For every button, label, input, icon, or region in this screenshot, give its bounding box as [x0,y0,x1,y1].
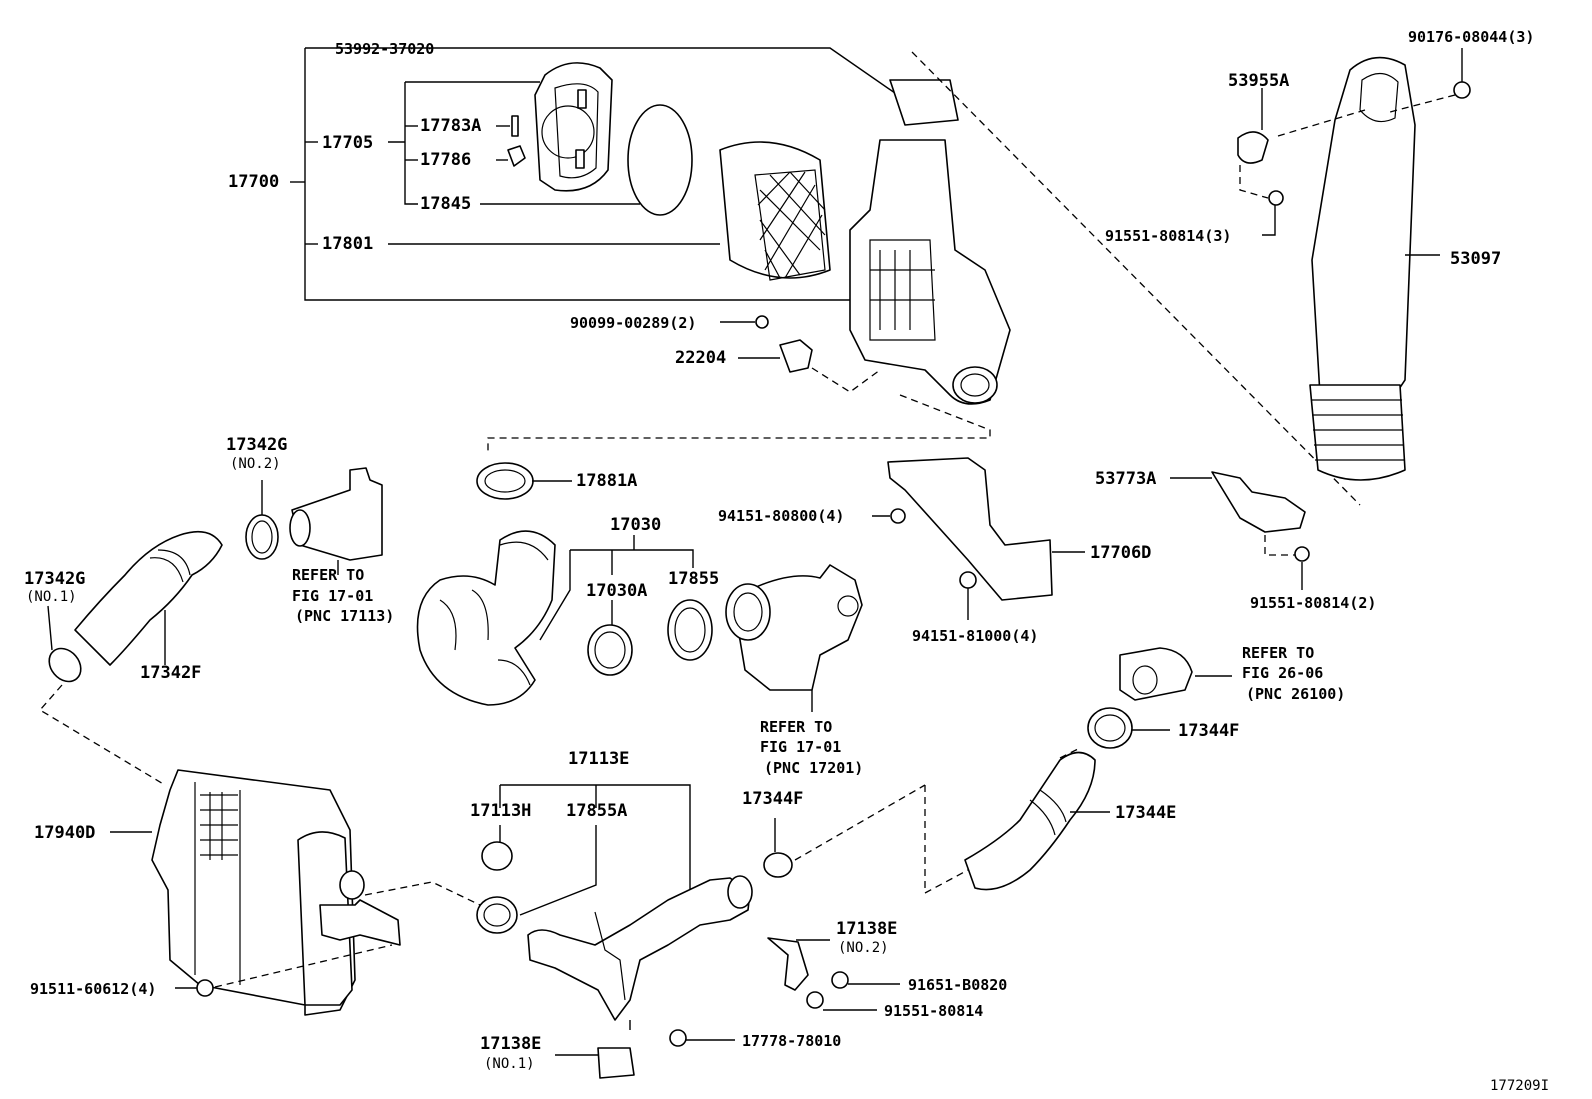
refer-2-line3: (PNC 17201) [764,759,863,777]
label-17138e-no1: 17138E [480,1034,541,1054]
label-17344f-center: 17344F [742,789,803,809]
intercooler-pipe-group [476,784,926,1079]
label-17940d: 17940D [34,823,95,843]
label-91651-b0820: 91651-B0820 [908,976,1007,994]
label-no1-a: (NO.1) [26,589,77,605]
bracket-17706D [872,457,1085,620]
sensor-22204 [738,339,881,393]
label-91551-80814-3: 91551-80814(3) [1105,227,1231,245]
label-53955a: 53955A [1228,71,1289,91]
label-17030a: 17030A [586,581,647,601]
bracket-53773A [1170,471,1310,590]
air-filter-element-part [719,141,831,281]
label-17786: 17786 [420,150,471,170]
air-cleaner-group [290,47,1361,506]
label-17342g-no1: 17342G [24,569,85,589]
figure-id: 177209I [1490,1078,1549,1094]
label-17845: 17845 [420,194,471,214]
refer-2-line2: FIG 17-01 [760,738,841,756]
label-91551-80814: 91551-80814 [884,1002,983,1020]
label-17113e: 17113E [568,749,629,769]
label-17705: 17705 [322,133,373,153]
refer-3-line3: (PNC 26100) [1246,685,1345,703]
intercooler-17940D [110,769,481,1016]
label-90176-08044: 90176-08044(3) [1408,28,1534,46]
labels: 53992-37020 17700 17705 17783A 17786 178… [24,28,1549,1094]
bolt-90099 [720,315,769,329]
label-53992-37020: 53992-37020 [335,40,434,58]
label-17030: 17030 [610,515,661,535]
label-17801: 17801 [322,234,373,254]
refer-3-line1: REFER TO [1242,644,1314,662]
label-17342f: 17342F [140,663,201,683]
label-17342g-no2: 17342G [226,435,287,455]
label-90099-00289: 90099-00289(2) [570,314,696,332]
label-no2-a: (NO.2) [230,456,281,472]
refer-2-line1: REFER TO [760,718,832,736]
label-91511-60612: 91511-60612(4) [30,980,156,998]
label-17700: 17700 [228,172,279,192]
label-17113h: 17113H [470,801,531,821]
gasket-part [627,104,693,216]
refer-1-line3: (PNC 17113) [295,607,394,625]
label-17855: 17855 [668,569,719,589]
label-22204: 22204 [675,348,726,368]
label-17855a: 17855A [566,801,627,821]
label-17344e: 17344E [1115,803,1176,823]
label-53097: 53097 [1450,249,1501,269]
label-91551-80814-2: 91551-80814(2) [1250,594,1376,612]
air-cleaner-housing-part [849,79,1011,405]
label-17881a: 17881A [576,471,637,491]
hose-group-left [38,462,863,786]
label-no1-b: (NO.1) [484,1056,535,1072]
label-17778-78010: 17778-78010 [742,1032,841,1050]
clip-part [511,115,519,137]
label-17706d: 17706D [1090,543,1151,563]
clamp-part [507,145,526,167]
snorkel-group [1237,48,1471,481]
label-94151-81000: 94151-81000(4) [912,627,1038,645]
hose-group-right [924,647,1232,895]
refer-3-line2: FIG 26-06 [1242,664,1323,682]
label-17138e-no2: 17138E [836,919,897,939]
air-cleaner-cap-part [534,62,613,192]
label-94151-80800: 94151-80800(4) [718,507,844,525]
refer-1-line2: FIG 17-01 [292,587,373,605]
label-no2-b: (NO.2) [838,940,889,956]
label-53773a: 53773A [1095,469,1156,489]
label-17783a: 17783A [420,116,481,136]
refer-1-line1: REFER TO [292,566,364,584]
label-17344f-right: 17344F [1178,721,1239,741]
